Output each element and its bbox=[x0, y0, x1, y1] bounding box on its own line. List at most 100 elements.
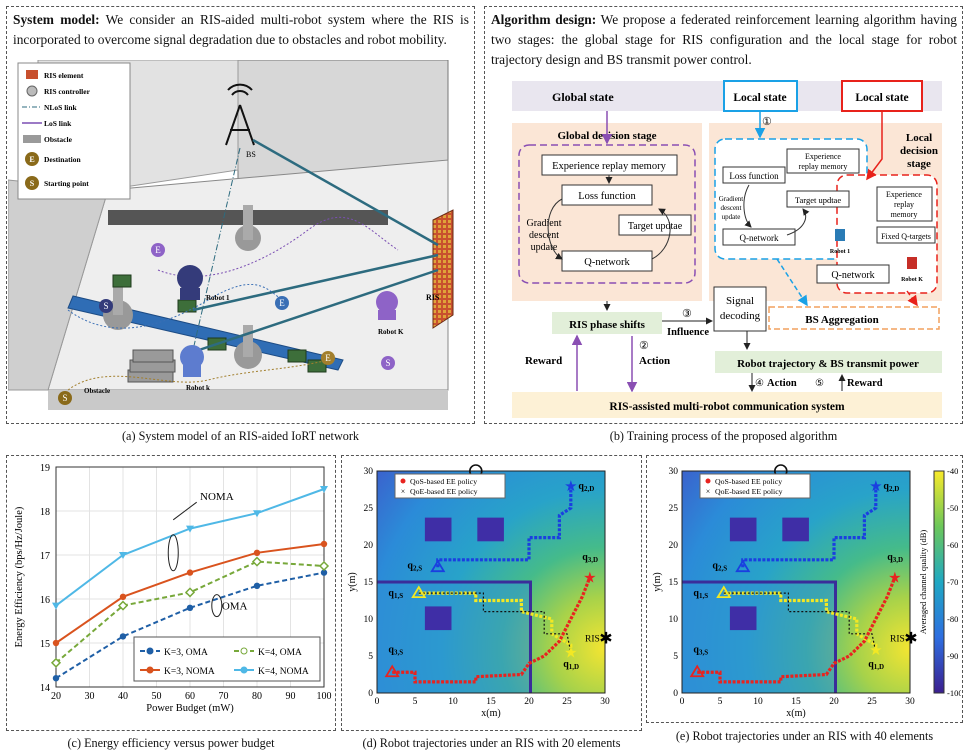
x-tick-label: 20 bbox=[524, 697, 534, 707]
robotK-avatar-icon bbox=[907, 257, 917, 269]
trajectory-q1b bbox=[723, 592, 877, 653]
y-tick-label: 15 bbox=[669, 578, 679, 588]
wall bbox=[682, 580, 837, 584]
legend-qoe-label: QoE-based EE policy bbox=[715, 487, 783, 496]
noma-annotation: NOMA bbox=[200, 491, 234, 503]
data-point bbox=[320, 486, 328, 493]
svg-text:E: E bbox=[325, 353, 331, 363]
data-point bbox=[52, 675, 60, 682]
system-label: RIS-assisted multi-robot communication s… bbox=[609, 401, 845, 413]
bs-tower-icon bbox=[225, 83, 255, 146]
y-tick-label: 16 bbox=[40, 595, 50, 606]
bs-aggregation-label: BS Aggregation bbox=[805, 314, 878, 326]
obstacle-icon bbox=[23, 135, 41, 143]
y-tick-label: 14 bbox=[40, 683, 50, 694]
local-state-label-1: Local state bbox=[733, 92, 786, 104]
robotK-exp-l2: replay bbox=[894, 200, 914, 209]
panel-system-model: System model: We consider an RIS-aided m… bbox=[6, 6, 475, 424]
obstacle-block bbox=[477, 517, 504, 542]
robot1-gradient-l1: Gradient bbox=[719, 195, 744, 203]
trajectory-q1a bbox=[723, 591, 878, 653]
ris-element-icon bbox=[26, 70, 38, 79]
obstacle-block bbox=[424, 517, 452, 542]
data-point bbox=[119, 552, 127, 559]
svg-text:RIS element: RIS element bbox=[44, 71, 84, 80]
y-tick-label: 15 bbox=[364, 578, 374, 588]
y-tick-label: 20 bbox=[669, 541, 679, 551]
caption-e: (e) Robot trajectories under an RIS with… bbox=[675, 729, 934, 743]
ris-marker: ✱ bbox=[904, 631, 917, 648]
local-state-label-2: Local state bbox=[855, 92, 908, 104]
gradient-label-l2: descent bbox=[529, 230, 559, 241]
x-tick-label: 100 bbox=[317, 691, 332, 702]
q-network-label: Q-network bbox=[584, 257, 630, 268]
trajectory-legend bbox=[394, 473, 506, 499]
panel-algorithm-design: Algorithm design: We propose a federated… bbox=[484, 6, 963, 424]
start-marker-q1s bbox=[716, 585, 732, 599]
robot1-gradient-l3: update bbox=[722, 213, 741, 221]
wall bbox=[377, 580, 532, 584]
trajectory-q3 bbox=[697, 576, 897, 684]
y-tick-label: 30 bbox=[364, 467, 374, 477]
local-stage-l3: stage bbox=[907, 158, 931, 170]
data-point bbox=[52, 639, 60, 647]
target-update-box bbox=[618, 214, 692, 236]
robot-K-icon bbox=[376, 291, 398, 320]
system-model-paragraph: System model: We consider an RIS-aided m… bbox=[13, 10, 469, 50]
svg-text:Destination: Destination bbox=[44, 155, 81, 164]
robot-k-label: Robot k bbox=[186, 384, 210, 392]
y-tick-label: 18 bbox=[40, 507, 50, 518]
x-axis-label: x(m) bbox=[481, 708, 500, 719]
x-tick-label: 60 bbox=[185, 691, 195, 702]
action-label: Action bbox=[639, 355, 670, 367]
series-line bbox=[55, 571, 325, 680]
data-point bbox=[320, 540, 328, 548]
target-update-label: Target updtae bbox=[628, 221, 683, 232]
robot1-loss-label: Loss function bbox=[729, 171, 779, 181]
loss-function-box bbox=[561, 184, 653, 206]
legend-label: K=3, OMA bbox=[164, 648, 208, 658]
data-point bbox=[50, 657, 62, 668]
x-tick-label: 20 bbox=[51, 691, 61, 702]
data-point bbox=[253, 582, 261, 589]
x-tick-label: 30 bbox=[905, 697, 915, 707]
y-tick-label: 25 bbox=[669, 504, 679, 514]
robotK-exp-l1: Experience bbox=[886, 190, 922, 199]
nlos-link bbox=[192, 147, 241, 351]
robotK-diagram-label: Robot K bbox=[901, 277, 923, 283]
svg-text:S: S bbox=[30, 179, 35, 188]
x-tick-label: 15 bbox=[486, 697, 496, 707]
los-link-ris-robot1 bbox=[192, 253, 439, 312]
x-tick-label: 30 bbox=[600, 697, 610, 707]
end-marker-q1d: ★ bbox=[564, 645, 577, 661]
obstacle-block bbox=[782, 517, 809, 542]
svg-text:NLoS link: NLoS link bbox=[44, 103, 78, 112]
x-tick-label: 5 bbox=[413, 697, 418, 707]
x-axis-label: x(m) bbox=[786, 708, 805, 719]
y-axis-label: Energy Efficiency (bps/Hz/Joule) bbox=[14, 506, 25, 647]
caption-d: (d) Robot trajectories under an RIS with… bbox=[362, 736, 621, 750]
end-marker-q1d: ★ bbox=[869, 643, 882, 659]
fixed-q-box bbox=[876, 226, 936, 244]
data-point bbox=[320, 569, 328, 576]
svg-text:S: S bbox=[103, 301, 108, 311]
x-tick-label: 20 bbox=[829, 697, 839, 707]
start-pin-icon: S S S bbox=[58, 299, 395, 405]
obstacle-block bbox=[729, 517, 757, 542]
svg-text:E: E bbox=[29, 155, 34, 164]
signal-l2: decoding bbox=[720, 310, 761, 322]
x-tick-label: 25 bbox=[867, 697, 877, 707]
data-point bbox=[253, 510, 261, 518]
obstacle-pipes-icon bbox=[127, 349, 176, 383]
step-3-label: ③ bbox=[682, 308, 692, 320]
system-bar bbox=[512, 392, 942, 418]
signal-l1: Signal bbox=[726, 295, 754, 307]
caption-c: (c) Energy efficiency versus power budge… bbox=[67, 736, 275, 750]
ris-phase-box bbox=[552, 312, 662, 334]
bs-label: BS bbox=[246, 150, 256, 159]
colorbar-tick: -40 bbox=[947, 466, 958, 476]
y-tick-label: 17 bbox=[40, 551, 50, 562]
